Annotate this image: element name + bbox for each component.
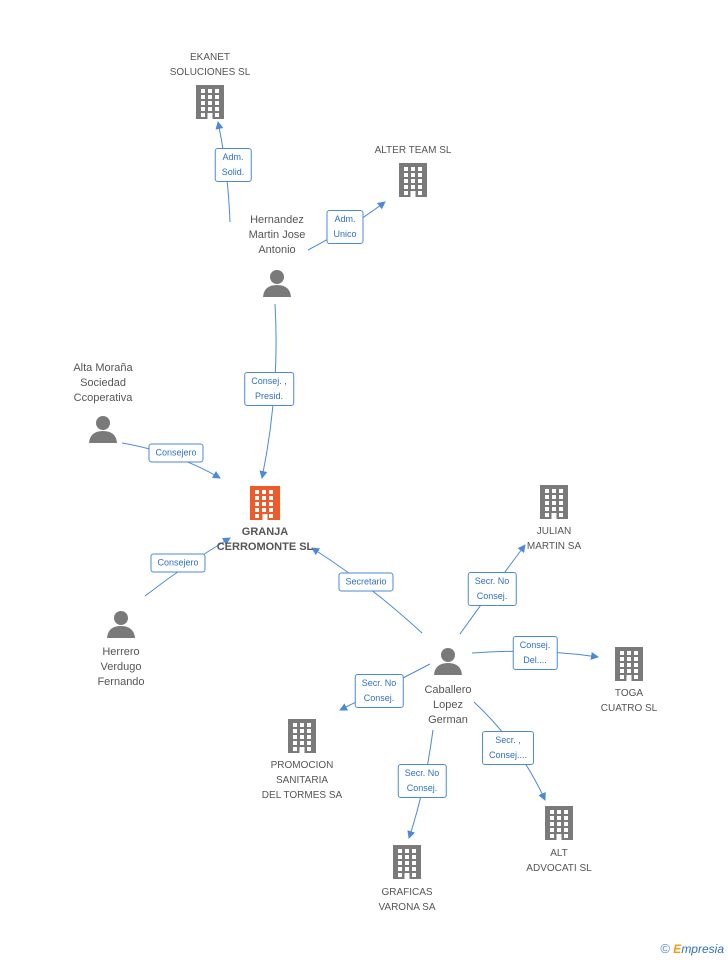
edge-label-caballero-to-julian[interactable]: Secr. No Consej. <box>467 572 517 606</box>
brand-name: mpresia <box>681 942 724 956</box>
node-label-alt[interactable]: ALT ADVOCATI SL <box>526 848 592 874</box>
edge-label-herrero-to-granja[interactable]: Consejero <box>150 553 206 573</box>
node-label-alterteam[interactable]: ALTER TEAM SL <box>374 145 452 156</box>
ekanet-building-icon[interactable] <box>196 85 224 119</box>
edge-label-hernandez-to-alterteam[interactable]: Adm. Unico <box>326 210 364 244</box>
node-label-toga[interactable]: TOGA CUATRO SL <box>600 688 658 714</box>
node-label-granja[interactable]: GRANJA CERROMONTE SL <box>216 526 314 553</box>
alt-building-icon[interactable] <box>545 806 573 840</box>
node-label-julian[interactable]: JULIAN MARTIN SA <box>526 526 582 552</box>
hernandez-person-icon[interactable] <box>263 270 291 297</box>
promocion-building-icon[interactable] <box>288 719 316 753</box>
node-label-altamorana[interactable]: Alta Moraña Sociedad Ccoperativa <box>73 362 133 404</box>
edge-label-caballero-to-promocion[interactable]: Secr. No Consej. <box>354 674 404 708</box>
edge-label-caballero-to-granja[interactable]: Secretario <box>338 572 394 592</box>
granja-building-icon[interactable] <box>250 486 280 520</box>
node-label-promocion[interactable]: PROMOCION SANITARIA DEL TORMES SA <box>261 760 343 801</box>
herrero-person-icon[interactable] <box>107 611 135 638</box>
graficas-building-icon[interactable] <box>393 845 421 879</box>
edge-label-caballero-to-toga[interactable]: Consej. Del.... <box>512 636 558 670</box>
edge-label-hernandez-to-ekanet[interactable]: Adm. Solid. <box>214 148 252 182</box>
altamorana-person-icon[interactable] <box>89 416 117 443</box>
node-label-ekanet[interactable]: EKANET SOLUCIONES SL <box>169 52 251 78</box>
node-label-graficas[interactable]: GRAFICAS VARONA SA <box>378 887 436 913</box>
edge-label-caballero-to-alt[interactable]: Secr. , Consej.... <box>481 731 535 765</box>
copyright-icon: © <box>660 941 670 956</box>
edge-label-caballero-to-graficas[interactable]: Secr. No Consej. <box>397 764 447 798</box>
node-label-hernandez[interactable]: Hernandez Martin Jose Antonio <box>248 214 306 256</box>
edge-label-hernandez-to-granja[interactable]: Consej. , Presid. <box>244 372 294 406</box>
caballero-person-icon[interactable] <box>434 648 462 675</box>
edge-label-altamorana-to-granja[interactable]: Consejero <box>148 443 204 463</box>
node-label-herrero[interactable]: Herrero Verdugo Fernando <box>97 646 145 688</box>
toga-building-icon[interactable] <box>615 647 643 681</box>
alterteam-building-icon[interactable] <box>399 163 427 197</box>
node-label-caballero[interactable]: Caballero Lopez German <box>424 684 472 726</box>
brand-initial: E <box>673 942 682 956</box>
brand-footer: © Empresia <box>660 941 724 956</box>
julian-building-icon[interactable] <box>540 485 568 519</box>
